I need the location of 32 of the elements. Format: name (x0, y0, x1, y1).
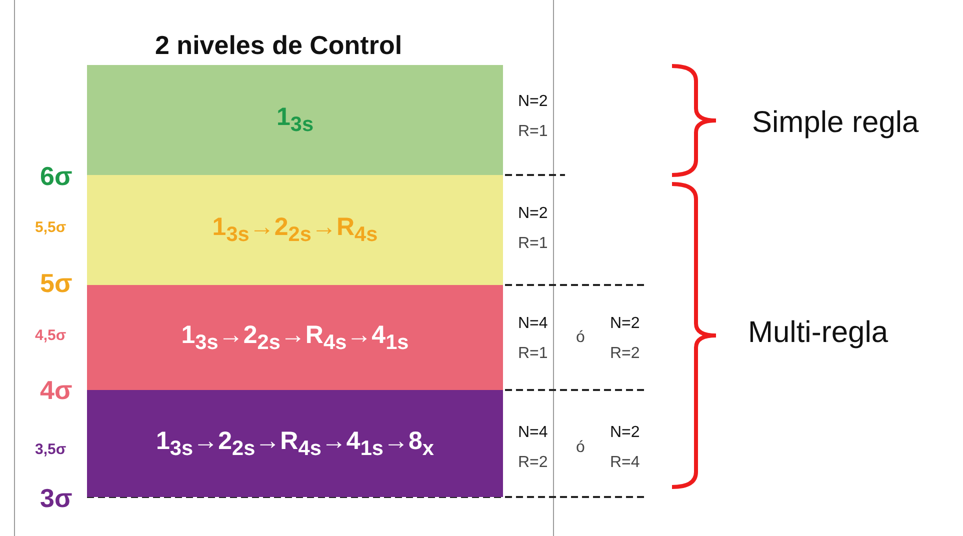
level-band (87, 390, 503, 497)
n-value: N=2 (518, 206, 548, 222)
sigma-label: 5σ (40, 270, 72, 296)
level-band (87, 65, 503, 175)
r-value: R=4 (610, 455, 640, 471)
r-value: R=1 (518, 124, 548, 140)
level-band (87, 175, 503, 285)
sigma-label: 3,5σ (35, 442, 66, 457)
n-value: N=2 (518, 94, 548, 110)
sigma-label: 4,5σ (35, 328, 66, 343)
sigma-label: 5,5σ (35, 220, 66, 235)
sigma-label: 6σ (40, 163, 72, 189)
n-value: N=2 (610, 316, 640, 332)
level-band (87, 285, 503, 390)
r-value: R=1 (518, 236, 548, 252)
group-label: Simple regla (752, 108, 919, 138)
conjunction: ó (576, 440, 585, 456)
rule-sequence: 1$_{3s}$→2$_{2s}$→R$_{4s}$→4$_{1s}$ (181, 320, 409, 354)
n-value: N=4 (518, 316, 548, 332)
n-value: N=4 (518, 425, 548, 441)
n-value: N=2 (610, 425, 640, 441)
sigma-label: 4σ (40, 377, 72, 403)
title: 2 niveles de Control (155, 32, 402, 58)
rule-sequence: 1$_{3s}$→2$_{2s}$→R$_{4s}$ (212, 213, 378, 247)
rule-sequence: 1$_{3s}$→2$_{2s}$→R$_{4s}$→4$_{1s}$→8$_{x}$ (156, 426, 434, 460)
rule-sequence: 1$_{3s}$ (276, 103, 314, 137)
r-value: R=2 (518, 455, 548, 471)
sigma-label: 3σ (40, 485, 72, 511)
conjunction: ó (576, 330, 585, 346)
r-value: R=2 (610, 346, 640, 362)
r-value: R=1 (518, 346, 548, 362)
group-label: Multi-regla (748, 318, 888, 348)
